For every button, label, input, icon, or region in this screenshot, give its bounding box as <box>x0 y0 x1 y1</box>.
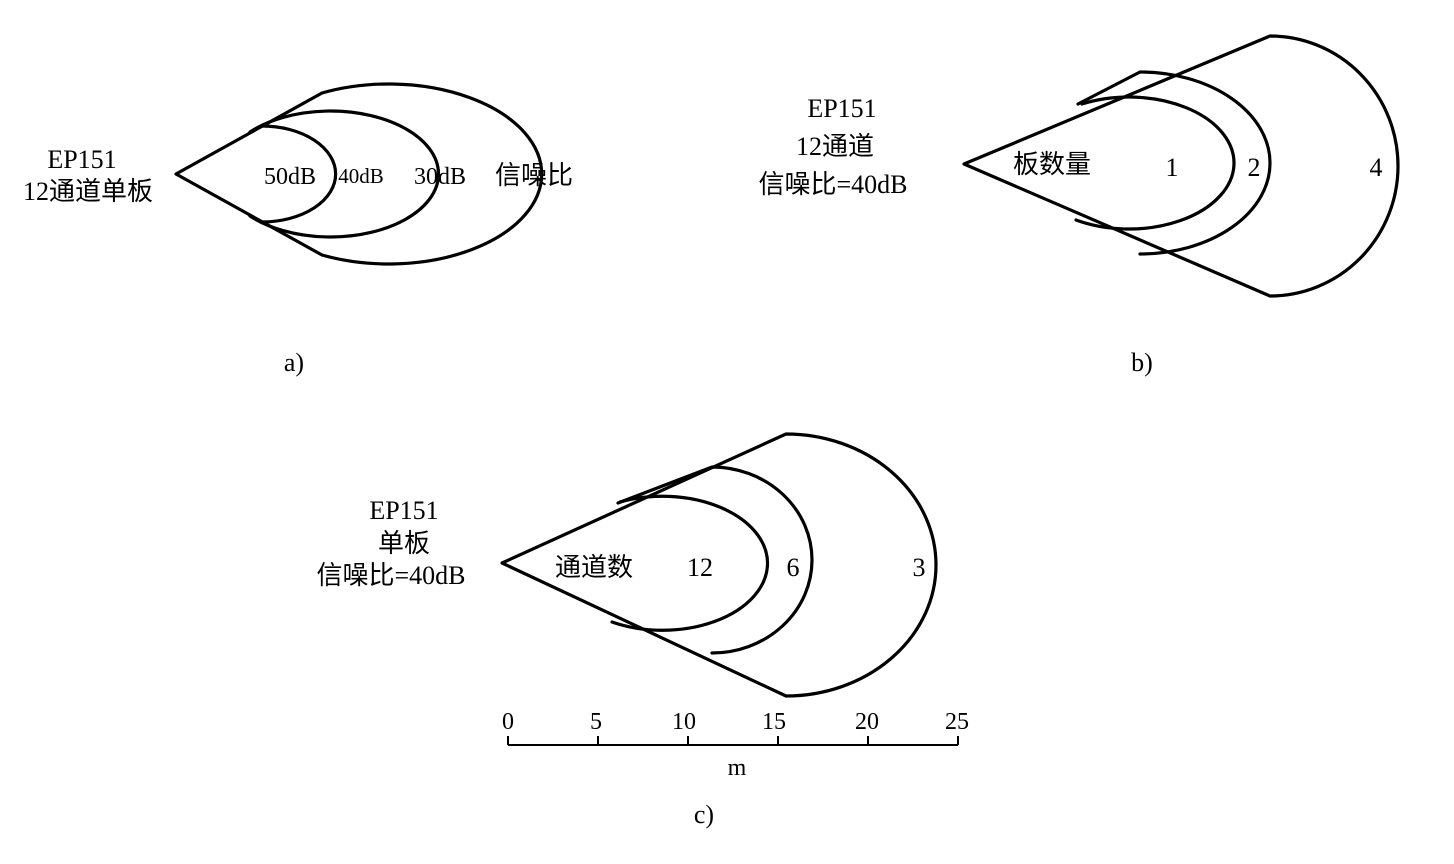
scale-unit-label: m <box>728 755 747 781</box>
panel-c-side-label-line-2: 单板 <box>378 529 430 558</box>
panel-c-curve-12 <box>610 494 770 632</box>
panel-a-curve-30db <box>174 82 544 266</box>
panel-b: EP151 12通道 信噪比=40dB 板数量 1 2 4 b) <box>758 34 1400 377</box>
panel-a: EP151 12通道单板 50dB 40dB 30dB 信噪比 a) <box>23 82 573 377</box>
panel-a-side-label-line-1: EP151 <box>47 145 116 174</box>
panel-c-curve-label-6: 6 <box>787 553 800 582</box>
panel-c-scale-bar: 0 5 10 15 20 25 m <box>502 709 969 781</box>
scale-tick-label-15: 15 <box>762 709 786 735</box>
panel-c-curve-3 <box>500 432 938 698</box>
panel-a-curve-50db <box>260 124 338 224</box>
scale-tick-label-5: 5 <box>590 709 602 735</box>
panel-b-caption: b) <box>1131 348 1153 377</box>
panel-c-side-label-line-1: EP151 <box>369 496 438 525</box>
scale-tick-label-10: 10 <box>672 709 696 735</box>
panel-b-side-label-line-1: EP151 <box>807 94 876 123</box>
panel-b-side-label-line-2: 12通道 <box>796 132 874 161</box>
panel-b-curve-2 <box>1076 70 1272 256</box>
panel-c: EP151 单板 信噪比=40dB 通道数 12 6 3 0 5 10 <box>316 432 969 829</box>
scale-tick-label-0: 0 <box>502 709 514 735</box>
panel-a-curve-label-40db: 40dB <box>338 164 384 188</box>
panel-b-curve-1 <box>1074 95 1236 231</box>
scale-tick-label-25: 25 <box>945 709 969 735</box>
panel-c-curve-label-12: 12 <box>687 553 713 582</box>
panel-c-side-label-line-3: 信噪比=40dB <box>316 561 465 590</box>
panel-c-caption: c) <box>694 800 714 829</box>
scale-tick-label-20: 20 <box>855 709 879 735</box>
panel-a-caption: a) <box>284 348 304 377</box>
panel-b-curve-4 <box>962 34 1400 298</box>
panel-c-curve-6 <box>616 465 814 655</box>
panel-a-curve-label-50db: 50dB <box>264 164 316 190</box>
panel-a-curve-40db <box>248 109 441 239</box>
panel-b-group-label: 板数量 <box>1013 150 1091 179</box>
panel-a-curve-label-30db: 30dB <box>414 164 466 190</box>
panel-b-side-label-line-3: 信噪比=40dB <box>758 170 907 199</box>
panel-b-curve-label-2: 2 <box>1248 153 1261 182</box>
panel-a-group-label: 信噪比 <box>495 161 573 190</box>
panel-b-curve-label-1: 1 <box>1166 153 1179 182</box>
panel-c-curve-label-3: 3 <box>913 553 926 582</box>
panel-b-curve-label-4: 4 <box>1370 153 1383 182</box>
panel-c-group-label: 通道数 <box>555 553 633 582</box>
panel-a-side-label-line-2: 12通道单板 <box>23 177 153 206</box>
